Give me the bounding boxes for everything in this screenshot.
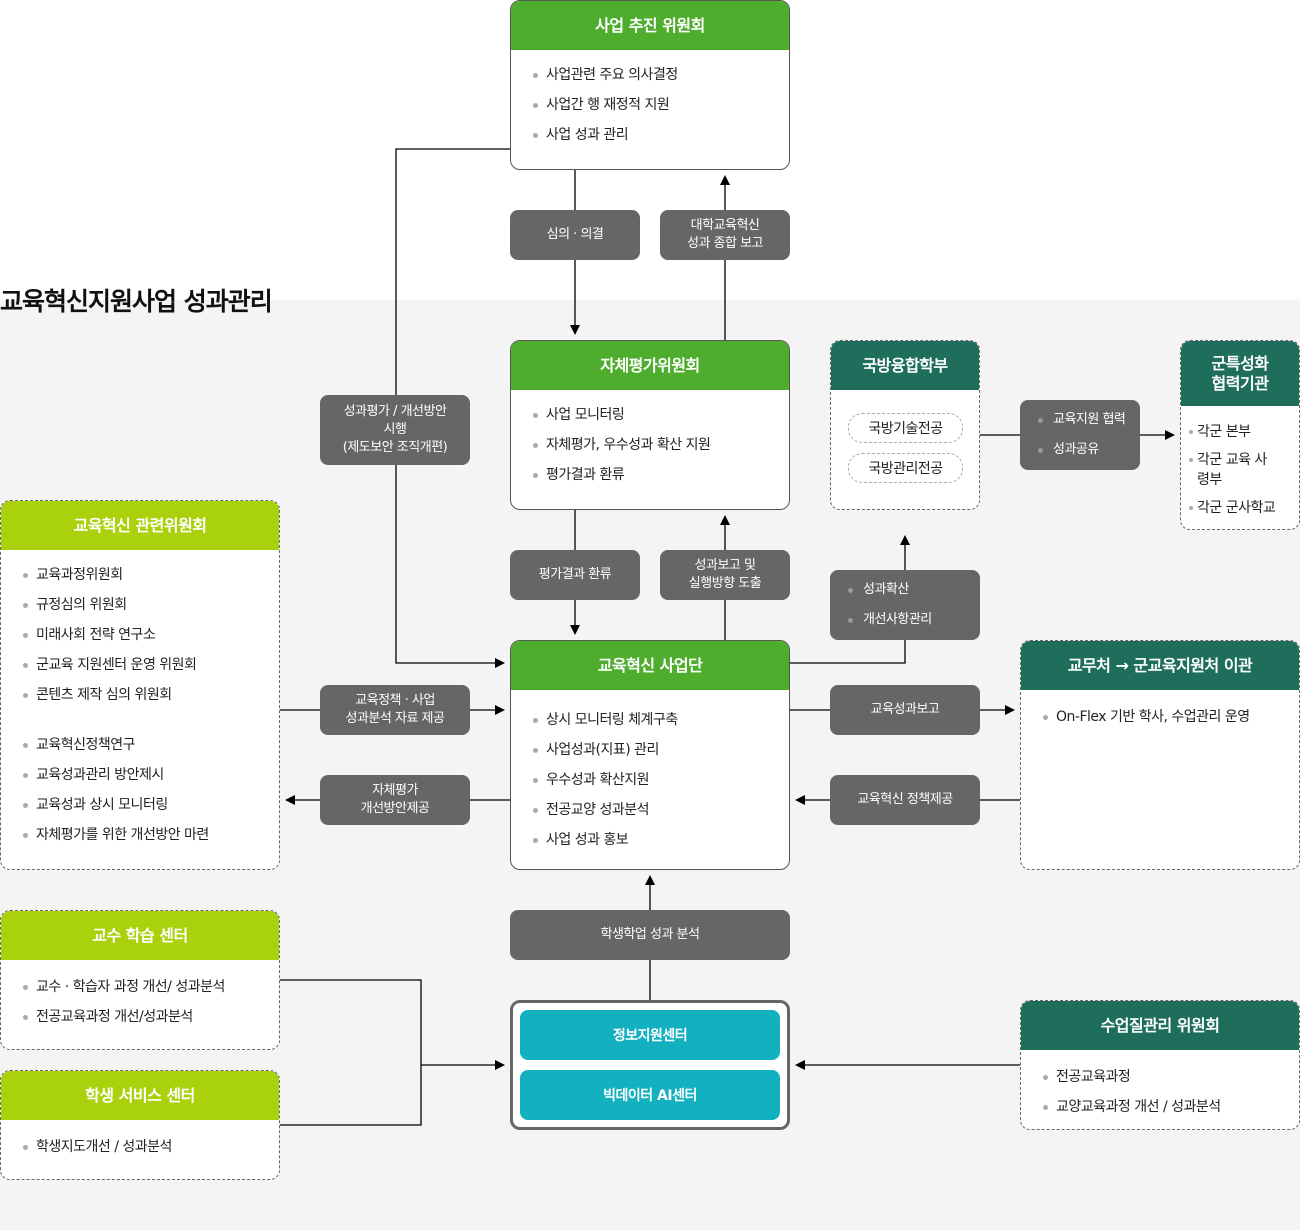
teaching-center-box: 교수 학습 센터 교수 · 학습자 과정 개선/ 성과분석 전공교육과정 개선/…: [0, 910, 280, 1050]
label-list: 성과확산 개선사항관리: [836, 575, 974, 635]
label-text: 학생학업 성과 분석: [600, 927, 700, 942]
list-item: 사업 모니터링: [533, 400, 789, 430]
it-centers-group: 정보지원센터 빅데이터 AI센터: [510, 1000, 790, 1130]
list-item: 자체평가를 위한 개선방안 마련: [23, 820, 279, 850]
bigdata-ai-center: 빅데이터 AI센터: [520, 1070, 780, 1120]
list-item: 성과공유: [1038, 435, 1134, 465]
list-item: 사업관련 주요 의사결정: [533, 60, 789, 90]
label-list: 교육지원 협력 성과공유: [1026, 405, 1134, 465]
list-item: 전공교양 성과분석: [533, 795, 789, 825]
list-item: 자체평가, 우수성과 확산 지원: [533, 430, 789, 460]
promotion-committee-title: 사업 추진 위원회: [511, 1, 789, 50]
academic-affairs-list: On-Flex 기반 학사, 수업관리 운영: [1021, 690, 1299, 732]
major-defense-mgmt: 국방관리전공: [848, 453, 963, 483]
list-item: 사업 성과 관리: [533, 120, 789, 150]
student-center-title: 학생 서비스 센터: [1, 1071, 279, 1120]
list-item: 교수 · 학습자 과정 개선/ 성과분석: [23, 972, 279, 1002]
teaching-center-list: 교수 · 학습자 과정 개선/ 성과분석 전공교육과정 개선/성과분석: [1, 960, 279, 1032]
related-committees-list: 교육과정위원회 규정심의 위원회 미래사회 전략 연구소 군교육 지원센터 운영…: [1, 550, 279, 850]
academic-affairs-title: 교무처 → 군교육지원처 이관: [1021, 641, 1299, 690]
label-text: 심의 · 의결: [546, 227, 604, 242]
major-defense-tech: 국방기술전공: [848, 413, 963, 443]
label-edu-support: 교육지원 협력 성과공유: [1020, 400, 1140, 470]
self-eval-committee-box: 자체평가위원회 사업 모니터링 자체평가, 우수성과 확산 지원 평가결과 환류: [510, 340, 790, 510]
list-item: 교육성과 상시 모니터링: [23, 790, 279, 820]
info-support-center: 정보지원센터: [520, 1010, 780, 1060]
list-item: 성과확산: [848, 575, 974, 605]
self-eval-committee-title: 자체평가위원회: [511, 341, 789, 390]
innovation-team-list: 상시 모니터링 체계구축 사업성과(지표) 관리 우수성과 확산지원 전공교양 …: [511, 690, 789, 855]
promotion-committee-box: 사업 추진 위원회 사업관련 주요 의사결정 사업간 행 재정적 지원 사업 성…: [510, 0, 790, 170]
label-deliberation: 심의 · 의결: [510, 210, 640, 260]
list-item: 교육과정위원회: [23, 560, 279, 590]
list-item: 각군 본부: [1189, 422, 1299, 442]
label-text: 평가결과 환류: [538, 567, 612, 582]
innovation-team-title: 교육혁신 사업단: [511, 641, 789, 690]
military-partners-title: 군특성화 협력기관: [1181, 341, 1299, 406]
related-committees-title: 교육혁신 관련위원회: [1, 501, 279, 550]
list-item: 각군 군사학교: [1189, 498, 1299, 518]
list-item: 교양교육과정 개선 / 성과분석: [1043, 1092, 1299, 1122]
teaching-center-title: 교수 학습 센터: [1, 911, 279, 960]
label-text: 교육성과보고: [870, 702, 940, 717]
self-eval-committee-list: 사업 모니터링 자체평가, 우수성과 확산 지원 평가결과 환류: [511, 390, 789, 490]
list-item: 각군 교육 사령부: [1189, 450, 1269, 490]
quality-committee-box: 수업질관리 위원회 전공교육과정 교양교육과정 개선 / 성과분석: [1020, 1000, 1300, 1130]
list-item: 사업 성과 홍보: [533, 825, 789, 855]
list-item: 미래사회 전략 연구소: [23, 620, 279, 650]
list-item: 규정심의 위원회: [23, 590, 279, 620]
list-item: 상시 모니터링 체계구축: [533, 705, 789, 735]
list-item: On-Flex 기반 학사, 수업관리 운영: [1043, 702, 1299, 732]
list-item: 학생지도개선 / 성과분석: [23, 1132, 279, 1162]
related-committees-box: 교육혁신 관련위원회 교육과정위원회 규정심의 위원회 미래사회 전략 연구소 …: [0, 500, 280, 870]
quality-committee-list: 전공교육과정 교양교육과정 개선 / 성과분석: [1021, 1050, 1299, 1122]
academic-affairs-box: 교무처 → 군교육지원처 이관 On-Flex 기반 학사, 수업관리 운영: [1020, 640, 1300, 870]
list-item: 평가결과 환류: [533, 460, 789, 490]
student-center-list: 학생지도개선 / 성과분석: [1, 1120, 279, 1162]
student-center-box: 학생 서비스 센터 학생지도개선 / 성과분석: [0, 1070, 280, 1180]
list-item: 군교육 지원센터 운영 위원회: [23, 650, 279, 680]
list-item: 개선사항관리: [848, 605, 974, 635]
label-eval-feedback: 평가결과 환류: [510, 550, 640, 600]
military-partners-box: 군특성화 협력기관 각군 본부 각군 교육 사령부 각군 군사학교: [1180, 340, 1300, 530]
list-item: 교육성과관리 방안제시: [23, 760, 279, 790]
list-item: 전공교육과정 개선/성과분석: [23, 1002, 279, 1032]
label-policy-provide: 교육혁신 정책제공: [830, 775, 980, 825]
label-spread: 성과확산 개선사항관리: [830, 570, 980, 640]
list-item: 사업간 행 재정적 지원: [533, 90, 789, 120]
list-item: 교육혁신정책연구: [23, 730, 279, 760]
list-item: 전공교육과정: [1043, 1062, 1299, 1092]
promotion-committee-list: 사업관련 주요 의사결정 사업간 행 재정적 지원 사업 성과 관리: [511, 50, 789, 150]
label-student-analysis: 학생학업 성과 분석: [510, 910, 790, 960]
page-title: 교육혁신지원사업 성과관리: [0, 287, 273, 316]
list-item: 콘텐츠 제작 심의 위원회: [23, 680, 279, 710]
list-item: 사업성과(지표) 관리: [533, 735, 789, 765]
label-edu-perf-report: 교육성과보고: [830, 685, 980, 735]
quality-committee-title: 수업질관리 위원회: [1021, 1001, 1299, 1050]
military-partners-list: 각군 본부 각군 교육 사령부 각군 군사학교: [1181, 406, 1299, 518]
list-item: 교육지원 협력: [1038, 405, 1134, 435]
innovation-team-box: 교육혁신 사업단 상시 모니터링 체계구축 사업성과(지표) 관리 우수성과 확…: [510, 640, 790, 870]
defense-faculty-title: 국방융합학부: [831, 341, 979, 390]
label-text: 교육혁신 정책제공: [857, 792, 953, 807]
list-item: 우수성과 확산지원: [533, 765, 789, 795]
